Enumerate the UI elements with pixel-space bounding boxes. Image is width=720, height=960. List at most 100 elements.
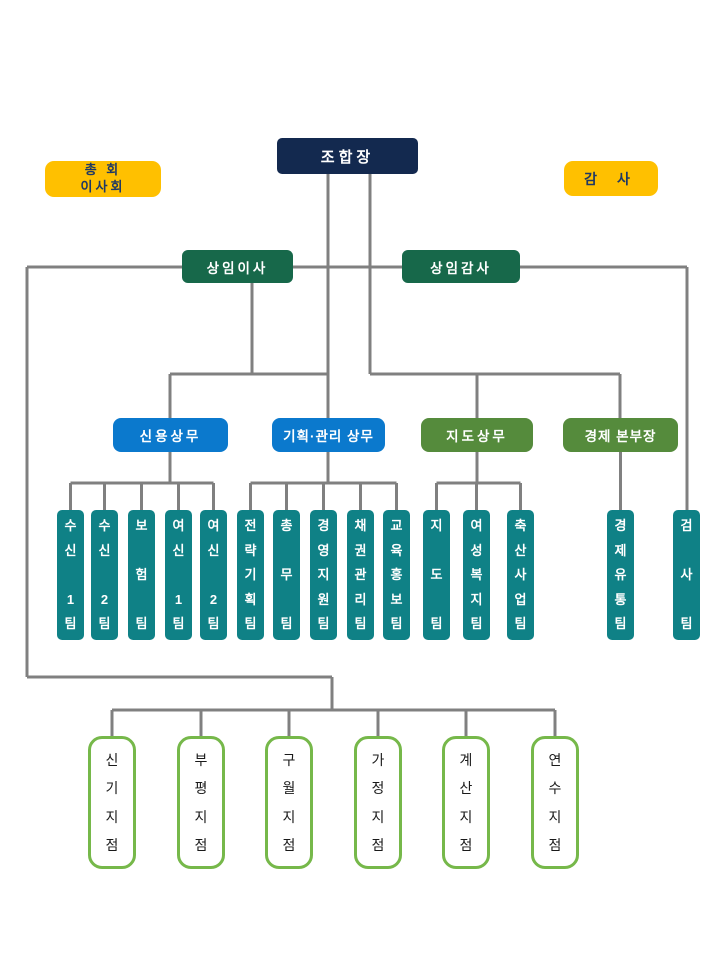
- vertical-char: 신: [64, 542, 77, 558]
- vertical-char: 팀: [470, 616, 483, 631]
- vertical-char: 산: [459, 780, 473, 797]
- vertical-char: 계: [459, 752, 473, 768]
- vertical-char: 여: [172, 518, 185, 533]
- vertical-char: 략: [244, 542, 257, 558]
- vertical-char: 지: [317, 567, 330, 582]
- vertical-char: 영: [317, 542, 330, 558]
- vertical-char: 통: [614, 591, 627, 607]
- vertical-char: 가: [371, 752, 385, 768]
- vertical-char: 지: [548, 808, 562, 825]
- vertical-char: 연: [548, 752, 562, 768]
- vertical-char: 신: [207, 542, 220, 558]
- vertical-char: 신: [105, 752, 119, 768]
- vertical-char: 성: [470, 542, 483, 558]
- vertical-char: 보: [390, 591, 403, 607]
- vertical-char: 산: [514, 542, 527, 558]
- vertical-char: 점: [105, 836, 119, 853]
- manager-guidance-box: 지도상무: [421, 418, 533, 452]
- vertical-char: 지: [470, 591, 483, 607]
- vertical-char: 유: [614, 567, 627, 582]
- vertical-char: 교: [390, 518, 403, 533]
- vertical-char: 지: [459, 808, 473, 825]
- vertical-char: 지: [430, 518, 443, 533]
- vertical-char: 보: [135, 518, 148, 533]
- vertical-char: 구: [282, 752, 296, 768]
- standing-auditor-box: 상임감사: [402, 250, 520, 283]
- vertical-char: 험: [135, 567, 148, 582]
- vertical-char: 사: [514, 567, 527, 582]
- executive-director-box: 상임이사: [182, 250, 293, 283]
- vertical-char: 검: [680, 518, 693, 533]
- vertical-char: 점: [194, 836, 208, 853]
- vertical-char: 지: [371, 808, 385, 825]
- vertical-char: 수: [64, 518, 77, 533]
- vertical-char: 팀: [614, 616, 627, 631]
- vertical-char: 홍: [390, 567, 403, 582]
- vertical-char: 축: [514, 518, 527, 533]
- vertical-char: 지: [282, 808, 296, 825]
- general-assembly-line1: 총 회: [84, 162, 122, 178]
- vertical-char: 경: [614, 518, 627, 533]
- vertical-char: 기: [105, 780, 119, 797]
- vertical-char: 관: [354, 567, 367, 582]
- vertical-char: 여: [470, 518, 483, 533]
- vertical-char: 팀: [354, 616, 367, 631]
- vertical-char: 여: [207, 518, 220, 533]
- vertical-char: 팀: [680, 616, 693, 631]
- vertical-char: 권: [354, 542, 367, 558]
- vertical-char: 신: [172, 542, 185, 558]
- vertical-char: 채: [354, 518, 367, 533]
- general-assembly-line2: 이사회: [80, 179, 126, 194]
- vertical-char: 팀: [390, 616, 403, 631]
- vertical-char: 부: [194, 752, 208, 768]
- vertical-char: 팀: [98, 616, 111, 631]
- vertical-char: 팀: [135, 616, 148, 631]
- general-assembly-box: 총 회 이사회: [45, 161, 161, 197]
- auditor-box: 감 사: [564, 161, 658, 196]
- vertical-char: 지: [105, 808, 119, 825]
- vertical-char: 원: [317, 591, 330, 607]
- vertical-char: 팀: [64, 616, 77, 631]
- vertical-char: 총: [280, 518, 293, 533]
- chairman-box: 조합장: [277, 138, 418, 174]
- vertical-char: 정: [371, 780, 385, 797]
- vertical-char: 복: [470, 567, 483, 582]
- vertical-char: 기: [244, 567, 257, 582]
- vertical-char: 2: [100, 591, 109, 607]
- vertical-char: 신: [98, 542, 111, 558]
- vertical-char: 팀: [172, 616, 185, 631]
- vertical-char: 점: [371, 836, 385, 853]
- vertical-char: 월: [282, 780, 296, 797]
- vertical-char: 평: [194, 780, 208, 797]
- vertical-char: 팀: [244, 616, 257, 631]
- vertical-char: 점: [459, 836, 473, 853]
- vertical-char: 획: [244, 591, 257, 607]
- vertical-char: 전: [244, 518, 257, 533]
- vertical-char: 사: [680, 567, 693, 582]
- manager-economy-head-box: 경제 본부장: [563, 418, 678, 452]
- vertical-char: 팀: [317, 616, 330, 631]
- vertical-char: 팀: [207, 616, 220, 631]
- vertical-char: 육: [390, 542, 403, 558]
- vertical-char: 팀: [430, 616, 443, 631]
- vertical-char: 무: [280, 567, 293, 582]
- vertical-char: 지: [194, 808, 208, 825]
